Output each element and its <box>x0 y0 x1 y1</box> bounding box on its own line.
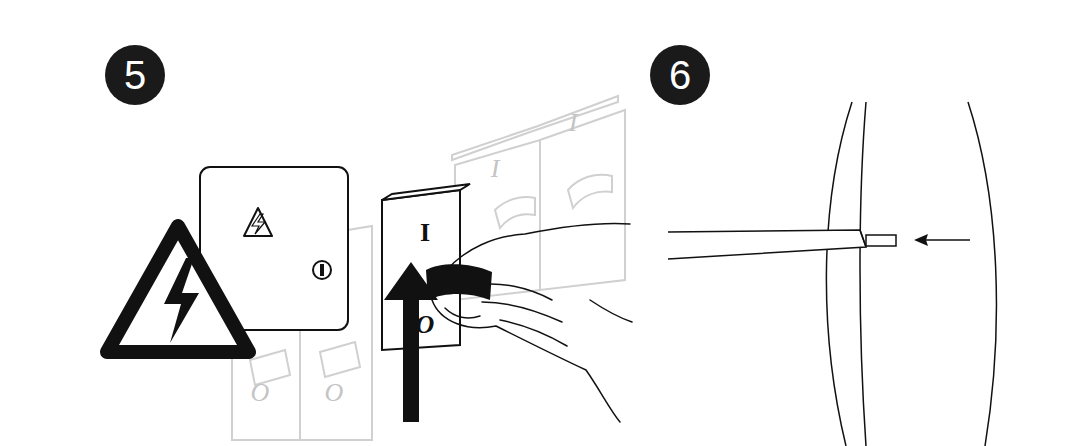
faded-breaker-label: I <box>478 156 512 186</box>
finger-line <box>470 284 552 300</box>
main-breaker: IO <box>400 220 450 338</box>
switch-position: I <box>420 220 430 246</box>
callout-circle-fill <box>105 45 165 105</box>
small-bolt <box>252 214 265 234</box>
step-number: 6 <box>669 55 691 95</box>
breaker-handle <box>495 197 535 228</box>
up-arrow <box>384 262 438 422</box>
faded-breaker-label: O <box>314 380 354 412</box>
lens <box>826 102 996 446</box>
callout-circle-fill <box>650 45 710 105</box>
breaker-handle <box>320 342 360 377</box>
probe-tip <box>866 235 896 246</box>
switch-position: I <box>569 110 578 136</box>
small-warning-symbol <box>244 208 272 236</box>
direction-arrowhead <box>914 234 928 246</box>
probe <box>668 230 896 259</box>
probe-taper <box>860 230 866 247</box>
breaker-handle <box>568 175 612 208</box>
lock-symbol <box>313 261 331 279</box>
faded-breaker-label: O <box>240 380 280 412</box>
thumb-outline <box>432 300 620 422</box>
step-number: 5 <box>124 55 146 95</box>
lens-edge <box>826 102 852 446</box>
thumb-nail <box>445 308 480 318</box>
switch-position: I <box>491 156 500 182</box>
faded-breaker-label: I <box>556 110 590 140</box>
switch-position: O <box>325 380 344 406</box>
hand-outline <box>445 223 630 272</box>
main-breaker-top <box>382 184 470 200</box>
warning-triangle <box>107 226 249 352</box>
hand <box>432 223 632 422</box>
lens-edge <box>968 102 996 446</box>
probe-shaft <box>668 230 866 259</box>
callout-number: 5 <box>105 45 165 105</box>
breaker-top <box>452 96 618 160</box>
breaker-body <box>540 110 625 290</box>
wrist-line <box>590 300 632 322</box>
callout-number: 6 <box>650 45 710 105</box>
breaker-handle <box>426 264 492 300</box>
lock-slot <box>320 264 324 276</box>
lens-edge <box>860 102 866 446</box>
direction-arrow <box>922 239 970 241</box>
switch-position: O <box>416 312 435 338</box>
lightning-bolt <box>164 258 199 343</box>
switch-position: O <box>251 380 270 406</box>
finger-line <box>482 302 562 322</box>
